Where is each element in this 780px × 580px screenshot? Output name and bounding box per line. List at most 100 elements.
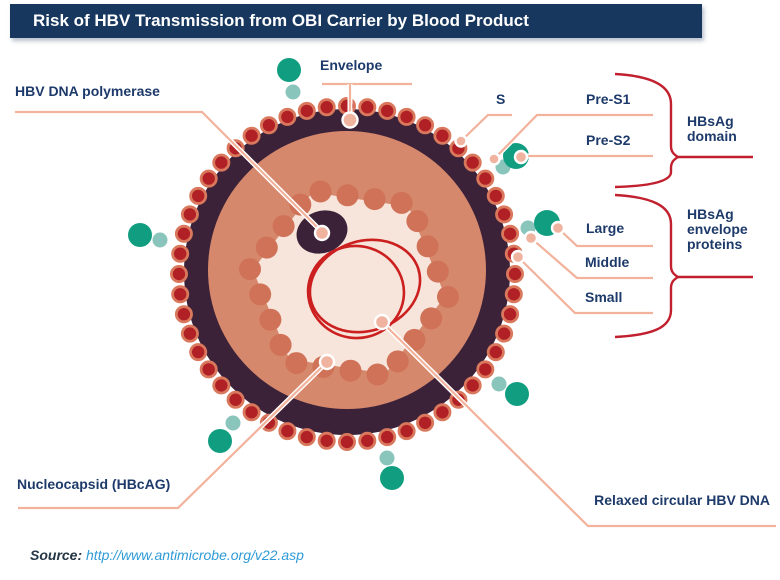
env-dot xyxy=(433,403,452,422)
env-dot xyxy=(212,376,231,395)
label-large: Large xyxy=(586,220,625,236)
teal-protein xyxy=(208,429,232,453)
env-dot xyxy=(259,116,278,135)
label-middle: Middle xyxy=(585,254,630,270)
source-link[interactable]: http://www.antimicrobe.org/v22.asp xyxy=(86,547,304,563)
env-dot xyxy=(174,305,193,324)
capsid-dot xyxy=(249,283,272,306)
pointer-s xyxy=(460,113,512,142)
target-large xyxy=(550,220,566,236)
teal-protein xyxy=(505,382,529,406)
env-dot xyxy=(505,264,524,283)
env-dot xyxy=(297,428,316,447)
pointer-lines xyxy=(15,82,776,529)
pointer-polymerase xyxy=(15,110,323,233)
capsid-dot xyxy=(289,193,312,216)
env-dot xyxy=(297,101,316,120)
pointer-pre-s1 xyxy=(493,113,653,160)
env-dot xyxy=(358,431,377,450)
pointer-small xyxy=(517,256,653,315)
virion xyxy=(169,97,524,451)
env-dot xyxy=(317,98,336,117)
teal-protein-small xyxy=(285,84,301,100)
capsid-dot xyxy=(366,363,389,386)
label-nucleocapsid: Nucleocapsid (HBcAG) xyxy=(17,476,171,492)
page-title: Risk of HBV Transmission from OBI Carrie… xyxy=(10,4,702,38)
env-dot xyxy=(180,324,199,343)
target-envelope xyxy=(341,111,359,129)
capsid-dot xyxy=(363,188,386,211)
env-dot xyxy=(486,186,505,205)
env-dot xyxy=(171,244,190,263)
env-dot xyxy=(358,98,377,117)
capsid-dot xyxy=(272,215,295,238)
env-dot xyxy=(226,390,245,409)
env-dot xyxy=(433,126,452,145)
label-envelope: Envelope xyxy=(320,57,383,73)
teal-protein-small xyxy=(225,415,241,431)
env-dot xyxy=(378,428,397,447)
source-prefix: Source: xyxy=(30,547,83,563)
capsid-dot xyxy=(339,359,362,382)
pointer-large xyxy=(557,227,653,248)
label-relaxed-dna: Relaxed circular HBV DNA xyxy=(594,492,770,508)
capsid-dot xyxy=(406,210,429,233)
capsid-dot xyxy=(285,352,308,375)
target-middle xyxy=(523,230,539,246)
env-dot xyxy=(416,413,435,432)
env-dot xyxy=(463,376,482,395)
pointer-middle xyxy=(530,237,653,280)
target-pre-s1 xyxy=(487,152,501,166)
env-dot xyxy=(242,403,261,422)
env-dot xyxy=(189,186,208,205)
env-dot xyxy=(278,107,297,126)
teal-protein-small xyxy=(491,376,507,392)
env-dot xyxy=(242,126,261,145)
capsid-dot xyxy=(336,184,359,207)
envelope-dot-ring xyxy=(169,97,524,451)
capsid-dot xyxy=(269,333,292,356)
env-dot xyxy=(259,413,278,432)
env-dot xyxy=(504,285,523,304)
capsid-dot xyxy=(437,285,459,308)
env-dot xyxy=(180,205,199,224)
target-nucleocapsid xyxy=(318,353,336,371)
env-dot xyxy=(199,360,218,379)
env-dot xyxy=(337,432,356,451)
label-hbsag-envelope-proteins: HBsAg envelope proteins xyxy=(687,206,748,252)
capsid-dot xyxy=(386,350,409,373)
source-line: Source: http://www.antimicrobe.org/v22.a… xyxy=(30,547,304,563)
env-dot xyxy=(486,343,505,362)
env-dot xyxy=(171,285,190,304)
env-dot xyxy=(212,153,231,172)
env-dot xyxy=(501,224,520,243)
teal-protein xyxy=(380,466,404,490)
env-dot xyxy=(199,169,218,188)
env-dot xyxy=(174,224,193,243)
nucleocapsid-dot-ring xyxy=(239,180,459,386)
target-pre-s2 xyxy=(513,149,529,165)
capsid-dot xyxy=(255,236,278,259)
env-dot xyxy=(495,324,514,343)
env-dot xyxy=(189,343,208,362)
teal-protein-small xyxy=(379,450,395,466)
label-small: Small xyxy=(585,289,623,305)
env-dot xyxy=(416,116,435,135)
env-dot xyxy=(495,205,514,224)
target-s xyxy=(454,134,468,148)
env-dot xyxy=(476,360,495,379)
target-relaxed-dna xyxy=(373,313,391,331)
env-dot xyxy=(463,153,482,172)
teal-protein xyxy=(277,58,301,82)
env-dot xyxy=(378,101,397,120)
capsid-dot xyxy=(416,235,439,258)
label-pre-s2: Pre-S2 xyxy=(586,132,631,148)
target-polymerase xyxy=(313,224,331,242)
capsid-dot xyxy=(259,308,282,331)
env-dot xyxy=(397,107,416,126)
pointer-nucleocapsid xyxy=(18,361,328,510)
target-small xyxy=(510,249,526,265)
capsid-dot xyxy=(426,260,449,283)
